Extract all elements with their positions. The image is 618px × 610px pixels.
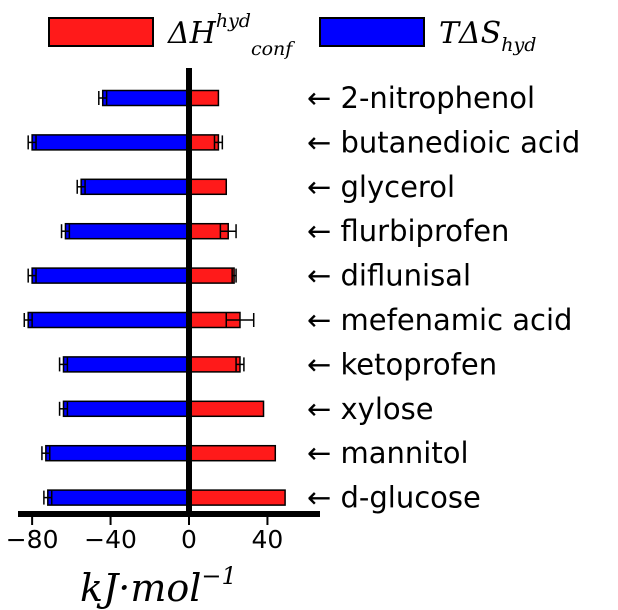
bar-enthalpy-2 xyxy=(188,178,228,196)
bar-entropy-7 xyxy=(62,400,190,418)
x-tick-label-1: −40 xyxy=(84,525,137,554)
legend-label-entropy: TΔShyd xyxy=(439,16,536,56)
category-label-2: ← glycerol xyxy=(307,170,455,204)
bar-entropy-1 xyxy=(31,134,190,151)
bar-enthalpy-8 xyxy=(188,444,277,462)
errorbar-entropy-8 xyxy=(41,446,51,461)
bar-enthalpy-9 xyxy=(188,489,286,506)
bar-entropy-2 xyxy=(80,178,190,196)
errorbar-enthalpy-5 xyxy=(225,313,255,327)
category-label-8: ← mannitol xyxy=(307,436,469,470)
category-label-1: ← butanedioic acid xyxy=(307,125,580,159)
errorbar-enthalpy-1 xyxy=(213,135,224,150)
errorbar-entropy-1 xyxy=(27,135,37,150)
errorbar-entropy-2 xyxy=(76,179,86,194)
legend-swatch-entropy xyxy=(319,17,425,47)
x-tick-label-0: −80 xyxy=(6,525,59,554)
errorbar-entropy-7 xyxy=(58,401,69,416)
x-tick-label-2: 0 xyxy=(181,525,197,554)
errorbar-entropy-9 xyxy=(43,490,53,505)
bar-enthalpy-0 xyxy=(188,89,220,107)
x-tick-label-3: 40 xyxy=(252,525,284,554)
category-labels: ← 2-nitrophenol ← butanedioic acid ← glyce… xyxy=(307,81,580,515)
legend-label-enthalpy: ΔHhydconf xyxy=(167,10,295,60)
legend: ΔHhydconf TΔShyd xyxy=(48,10,536,60)
errorbar-enthalpy-4 xyxy=(231,268,237,283)
category-label-7: ← xylose xyxy=(307,392,434,426)
errorbar-entropy-0 xyxy=(98,91,108,105)
bar-entropy-0 xyxy=(101,89,190,107)
x-axis-label: kJ·mol−1 xyxy=(80,562,237,610)
errorbar-entropy-3 xyxy=(60,224,71,239)
category-label-5: ← mefenamic acid xyxy=(307,303,572,337)
bar-enthalpy-6 xyxy=(188,356,241,373)
category-label-6: ← ketoprofen xyxy=(307,347,497,381)
bar-entropy-4 xyxy=(31,267,190,284)
bars xyxy=(23,89,286,506)
errorbar-entropy-6 xyxy=(58,357,69,372)
errorbar-enthalpy-6 xyxy=(235,357,245,372)
errorbar-enthalpy-3 xyxy=(219,224,237,239)
category-label-3: ← flurbiprofen xyxy=(307,214,509,248)
legend-swatch-enthalpy xyxy=(48,17,154,47)
errorbar-entropy-5 xyxy=(23,313,33,327)
bar-enthalpy-7 xyxy=(188,400,265,418)
bar-entropy-9 xyxy=(47,489,190,506)
bar-enthalpy-4 xyxy=(188,267,235,284)
bar-entropy-3 xyxy=(64,222,190,240)
errorbar-entropy-4 xyxy=(27,268,37,283)
axes: −80 −40 0 40 xyxy=(6,68,320,554)
bar-entropy-5 xyxy=(27,311,190,329)
category-label-4: ← diflunisal xyxy=(307,259,471,293)
bar-entropy-8 xyxy=(45,444,190,462)
bar-entropy-6 xyxy=(62,356,190,373)
category-label-9: ← d-glucose xyxy=(307,481,481,515)
category-label-0: ← 2-nitrophenol xyxy=(307,81,535,115)
